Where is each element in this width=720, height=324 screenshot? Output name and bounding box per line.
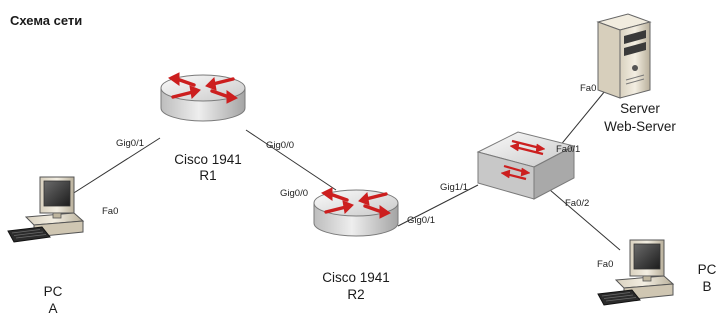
link-switch-pcb: [549, 189, 621, 251]
port-label-server-fa0: Fa0: [580, 83, 596, 94]
pc-icon: [597, 239, 674, 306]
link-pca-r1: [68, 137, 161, 197]
router-r2[interactable]: [312, 186, 400, 238]
server-type-label: Server: [620, 101, 660, 116]
port-label-r1-gig00: Gig0/0: [266, 140, 294, 151]
port-label-pca-fa0: Fa0: [102, 206, 118, 217]
pcb-type-label: PC: [698, 262, 717, 277]
r2-name-label: R2: [347, 287, 364, 302]
server[interactable]: [596, 13, 652, 99]
diagram-title: Схема сети: [10, 13, 83, 28]
pca-type-label: PC: [44, 284, 63, 299]
r1-model-label: Cisco 1941: [174, 152, 242, 167]
link-r1-r2: [245, 129, 337, 191]
r2-model-label: Cisco 1941: [322, 270, 390, 285]
server-icon: [596, 13, 652, 99]
switch[interactable]: [476, 131, 576, 200]
router-r1[interactable]: [159, 71, 247, 123]
port-label-sw-gig11: Gig1/1: [440, 182, 468, 193]
port-label-r2-gig01: Gig0/1: [407, 215, 435, 226]
pc-a[interactable]: [7, 176, 84, 243]
port-label-r2-gig00: Gig0/0: [280, 188, 308, 199]
port-label-sw-fa01: Fa0/1: [556, 144, 580, 155]
link-r2-switch: [397, 184, 479, 227]
pc-b[interactable]: [597, 239, 674, 306]
router-icon: [159, 71, 247, 123]
r1-name-label: R1: [199, 168, 216, 183]
router-icon: [312, 186, 400, 238]
port-label-r1-gig01: Gig0/1: [116, 138, 144, 149]
port-label-sw-fa02: Fa0/2: [565, 198, 589, 209]
pcb-name-label: B: [702, 279, 711, 294]
server-name-label: Web-Server: [604, 119, 676, 134]
port-label-pcb-fa0: Fa0: [597, 259, 613, 270]
pc-icon: [7, 176, 84, 243]
switch-icon: [476, 131, 576, 200]
pca-name-label: A: [48, 301, 57, 316]
